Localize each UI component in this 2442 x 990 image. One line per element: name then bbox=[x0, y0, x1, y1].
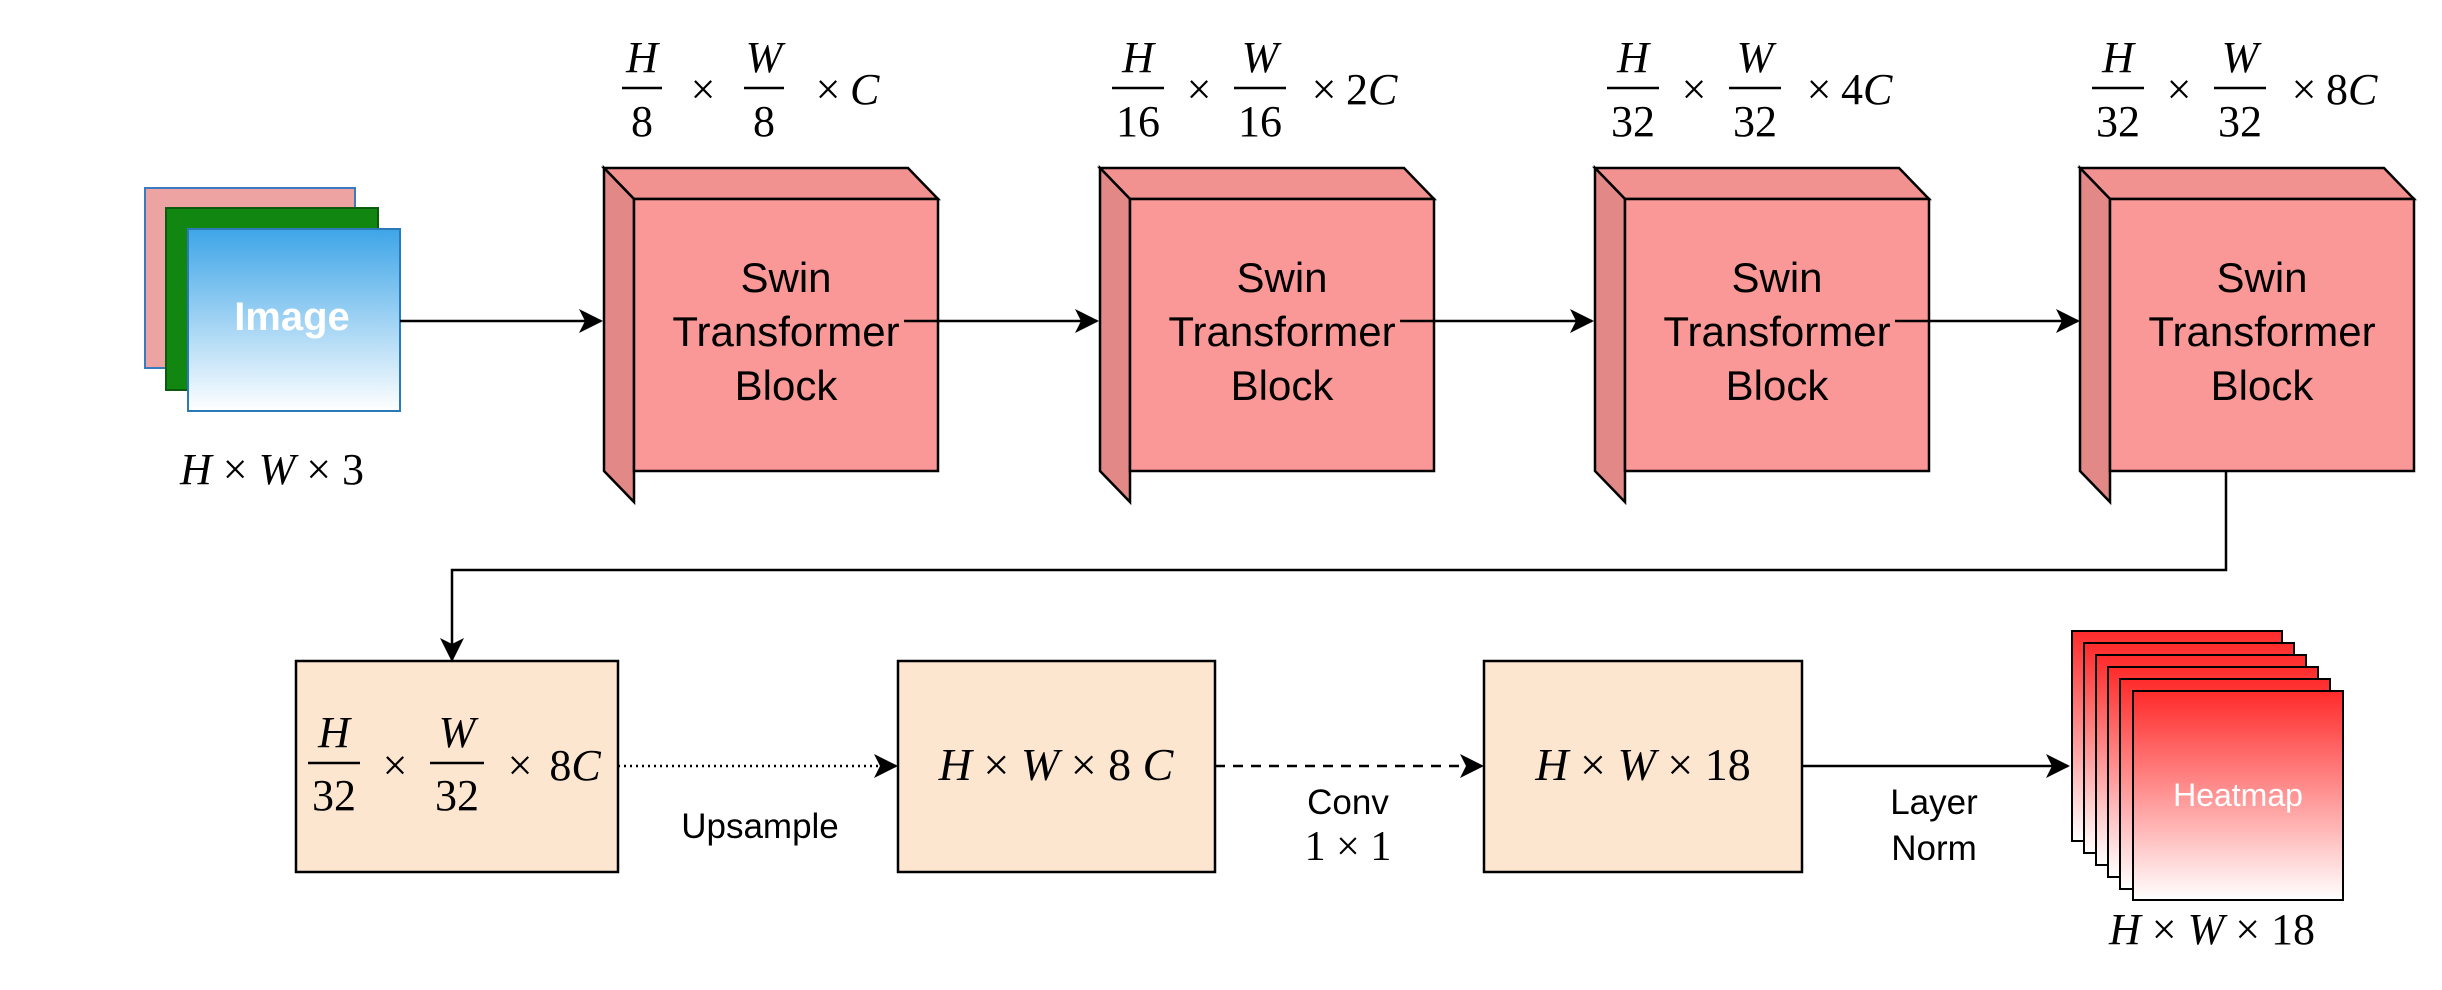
decoder: H 32 × W 32 × 8C H × W × 8 C H × W × 18 bbox=[294, 659, 1804, 874]
times: × bbox=[2292, 65, 2317, 114]
times: × bbox=[383, 741, 408, 790]
frac-den-h: 32 bbox=[2096, 97, 2140, 146]
times: × bbox=[2167, 65, 2192, 114]
block-side-face bbox=[602, 164, 636, 506]
box1-den-w: 32 bbox=[435, 771, 479, 820]
block-dims-4: H32×W32×8C bbox=[2092, 33, 2378, 146]
input-image-stack: Image bbox=[144, 187, 401, 412]
block-front-face bbox=[1128, 197, 1436, 473]
frac-den-h: 8 bbox=[631, 97, 653, 146]
frac-den-w: 32 bbox=[2218, 97, 2262, 146]
block-label-line2: Transformer bbox=[1663, 308, 1890, 355]
frac-num-h: H bbox=[1616, 33, 1651, 82]
box1-num-w: W bbox=[439, 708, 479, 757]
block-top-face bbox=[1592, 166, 1932, 201]
block-side-face bbox=[1593, 164, 1627, 506]
layernorm-label-line2: Norm bbox=[1891, 829, 1977, 868]
channel-count: C bbox=[850, 65, 880, 114]
encoder-arrows bbox=[400, 309, 2228, 662]
frac-den-h: 16 bbox=[1116, 97, 1160, 146]
block-side-face bbox=[1098, 164, 1132, 506]
frac-den-w: 8 bbox=[753, 97, 775, 146]
block-label-line3: Block bbox=[2211, 362, 2315, 409]
box1-den-h: 32 bbox=[312, 771, 356, 820]
conv-kernel-label: 1 × 1 bbox=[1305, 824, 1392, 870]
block-top-face bbox=[601, 166, 941, 201]
box1-channels: 8C bbox=[549, 741, 601, 790]
heatmap-label: Heatmap bbox=[2173, 777, 2303, 813]
block-top-face bbox=[2077, 166, 2417, 201]
block-dims-2: H16×W16×2C bbox=[1112, 33, 1398, 146]
decoder-box2-dims: H × W × 8 C bbox=[938, 739, 1175, 790]
frac-num-w: W bbox=[1737, 33, 1777, 82]
frac-num-w: W bbox=[1242, 33, 1282, 82]
block-label-line2: Transformer bbox=[2148, 308, 2375, 355]
block-label-line3: Block bbox=[1231, 362, 1335, 409]
times: × bbox=[1807, 65, 1832, 114]
block-label-line1: Swin bbox=[2216, 254, 2307, 301]
upsample-label: Upsample bbox=[681, 807, 839, 846]
times: × bbox=[1682, 65, 1707, 114]
box1-num-h: H bbox=[317, 708, 352, 757]
frac-den-w: 32 bbox=[1733, 97, 1777, 146]
channel-count: 2C bbox=[1346, 65, 1398, 114]
output-dims: H × W × 18 bbox=[2108, 905, 2315, 954]
heatmap-stack: Heatmap bbox=[2071, 630, 2344, 901]
frac-num-w: W bbox=[2222, 33, 2262, 82]
layernorm-label-line1: Layer bbox=[1890, 783, 1978, 822]
block-side-face bbox=[2078, 164, 2112, 506]
encoder-blocks: SwinTransformerBlockH8×W8×CSwinTransform… bbox=[601, 33, 2417, 506]
times: × bbox=[691, 65, 716, 114]
block-label-line1: Swin bbox=[1731, 254, 1822, 301]
block-label-line3: Block bbox=[1726, 362, 1830, 409]
frac-num-h: H bbox=[625, 33, 660, 82]
block-front-face bbox=[2108, 197, 2416, 473]
channel-count: 4C bbox=[1841, 65, 1893, 114]
decoder-box-upsampled bbox=[896, 659, 1217, 874]
decoder-box3-dims: H × W × 18 bbox=[1534, 739, 1750, 790]
input-dims: H × W × 3 bbox=[179, 445, 364, 494]
image-label: Image bbox=[234, 295, 350, 339]
block-front-face bbox=[1623, 197, 1931, 473]
times: × bbox=[1187, 65, 1212, 114]
block-top-face bbox=[1097, 166, 1437, 201]
block-label-line2: Transformer bbox=[1168, 308, 1395, 355]
arrow-block4-to-decoder bbox=[440, 471, 2228, 662]
times: × bbox=[508, 741, 533, 790]
decoder-box-conv-output bbox=[1482, 659, 1804, 874]
conv-label: Conv bbox=[1307, 783, 1389, 822]
block-dims-1: H8×W8×C bbox=[622, 33, 880, 146]
heatmap-layer-front bbox=[2132, 690, 2344, 901]
frac-num-h: H bbox=[1121, 33, 1156, 82]
block-dims-3: H32×W32×4C bbox=[1607, 33, 1893, 146]
frac-den-w: 16 bbox=[1238, 97, 1282, 146]
image-layer-blue bbox=[187, 228, 401, 412]
channel-count: 8C bbox=[2326, 65, 2378, 114]
decoder-box1-dims: H 32 × W 32 × 8C bbox=[308, 708, 601, 820]
block-front-face bbox=[632, 197, 940, 473]
block-label-line3: Block bbox=[735, 362, 839, 409]
block-label-line1: Swin bbox=[740, 254, 831, 301]
times: × bbox=[816, 65, 841, 114]
block-label-line2: Transformer bbox=[672, 308, 899, 355]
times: × bbox=[1312, 65, 1337, 114]
block-label-line1: Swin bbox=[1236, 254, 1327, 301]
frac-num-w: W bbox=[746, 33, 786, 82]
frac-den-h: 32 bbox=[1611, 97, 1655, 146]
frac-num-h: H bbox=[2101, 33, 2136, 82]
